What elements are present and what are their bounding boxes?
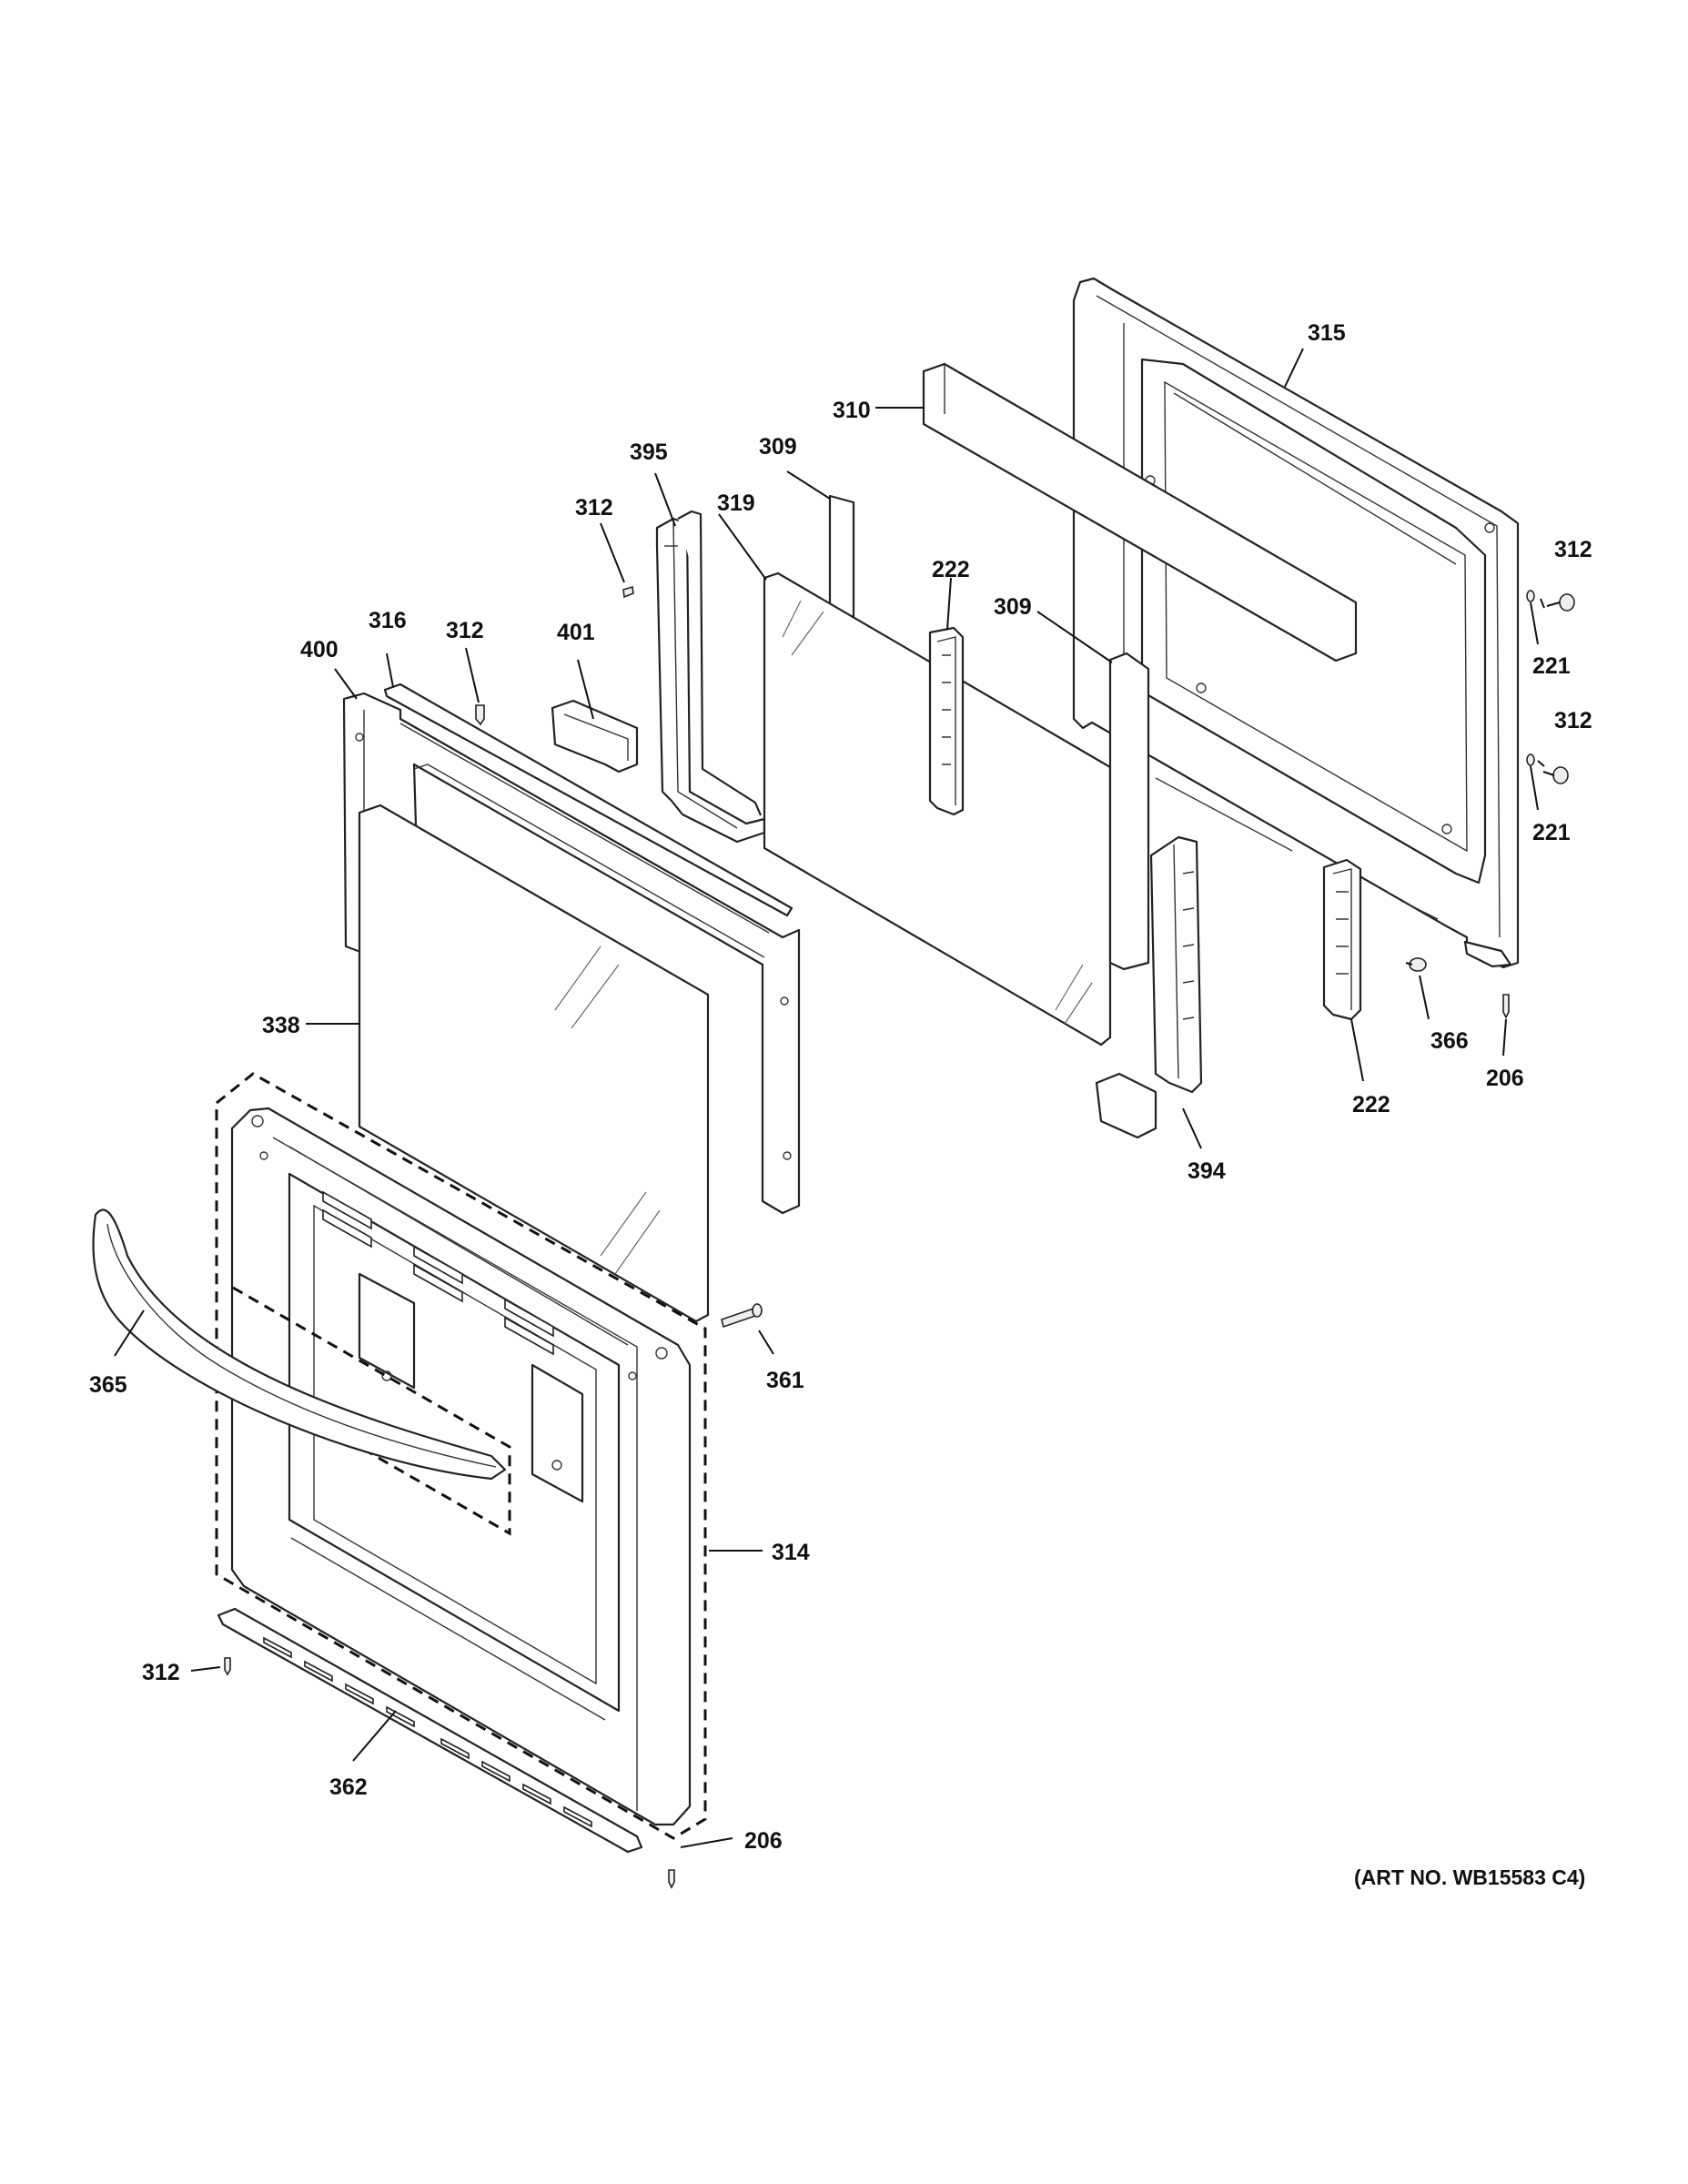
callout-314: 314 bbox=[772, 1540, 810, 1565]
callout-400: 400 bbox=[300, 637, 339, 662]
callout-312-c: 312 bbox=[1554, 708, 1592, 733]
callout-312-b: 312 bbox=[1554, 537, 1592, 562]
glass-spacer-part-b[interactable] bbox=[1108, 652, 1150, 971]
screw-312-c[interactable] bbox=[1542, 766, 1569, 784]
screw-366[interactable] bbox=[1405, 957, 1427, 972]
callout-222-a: 222 bbox=[932, 557, 970, 582]
screw-361[interactable] bbox=[721, 1303, 763, 1329]
door-handle-part[interactable] bbox=[92, 1208, 507, 1481]
callout-206-a: 206 bbox=[1486, 1066, 1524, 1091]
callout-315: 315 bbox=[1308, 320, 1346, 346]
callout-312-e: 312 bbox=[142, 1660, 180, 1685]
callout-221-b: 221 bbox=[1532, 820, 1571, 845]
side-channel-part[interactable] bbox=[655, 510, 766, 844]
hinge-part-b[interactable] bbox=[1322, 858, 1362, 1021]
callout-312-a: 312 bbox=[575, 495, 613, 521]
leader-lines bbox=[114, 348, 1545, 1848]
callout-361: 361 bbox=[766, 1368, 804, 1393]
callout-395: 395 bbox=[630, 440, 668, 465]
screw-312-e[interactable] bbox=[224, 1657, 231, 1676]
callout-316: 316 bbox=[369, 608, 407, 633]
washer-221-a[interactable] bbox=[1526, 590, 1535, 602]
callout-309-b: 309 bbox=[994, 594, 1032, 620]
glass-strip-part[interactable] bbox=[922, 362, 1358, 662]
callout-222-b: 222 bbox=[1352, 1092, 1390, 1117]
side-channel-part-b[interactable] bbox=[1095, 835, 1203, 1139]
hinge-part-a[interactable] bbox=[928, 626, 965, 816]
callout-401: 401 bbox=[557, 620, 595, 645]
door-assembly-outline bbox=[215, 1072, 707, 1840]
screw-206-a[interactable] bbox=[1502, 994, 1510, 1019]
callout-221-a: 221 bbox=[1532, 653, 1571, 679]
callout-309-a: 309 bbox=[759, 434, 797, 460]
callout-310: 310 bbox=[833, 398, 871, 423]
art-number: (ART NO. WB15583 C4) bbox=[1354, 1866, 1585, 1889]
screw-312-d[interactable] bbox=[475, 704, 485, 726]
callout-labels: 315 310 395 309 319 312 222 309 312 221 … bbox=[89, 320, 1592, 1889]
callout-394: 394 bbox=[1188, 1158, 1226, 1184]
bottom-trim-part[interactable] bbox=[217, 1607, 643, 1854]
callout-365: 365 bbox=[89, 1372, 127, 1398]
callout-366: 366 bbox=[1430, 1028, 1469, 1054]
washer-221-b[interactable] bbox=[1526, 753, 1535, 766]
screw-312-b[interactable] bbox=[1546, 593, 1575, 612]
callout-312-d: 312 bbox=[446, 618, 484, 643]
screw-312-a[interactable] bbox=[622, 585, 634, 599]
callout-319: 319 bbox=[717, 490, 755, 516]
screw-206-b[interactable] bbox=[668, 1869, 675, 1889]
callout-338: 338 bbox=[262, 1013, 300, 1038]
top-trim-part[interactable] bbox=[383, 682, 793, 917]
door-glass-panel-part[interactable] bbox=[358, 804, 710, 1323]
callout-362: 362 bbox=[329, 1774, 368, 1800]
bracket-part[interactable] bbox=[551, 699, 639, 774]
callout-206-b: 206 bbox=[744, 1828, 783, 1854]
